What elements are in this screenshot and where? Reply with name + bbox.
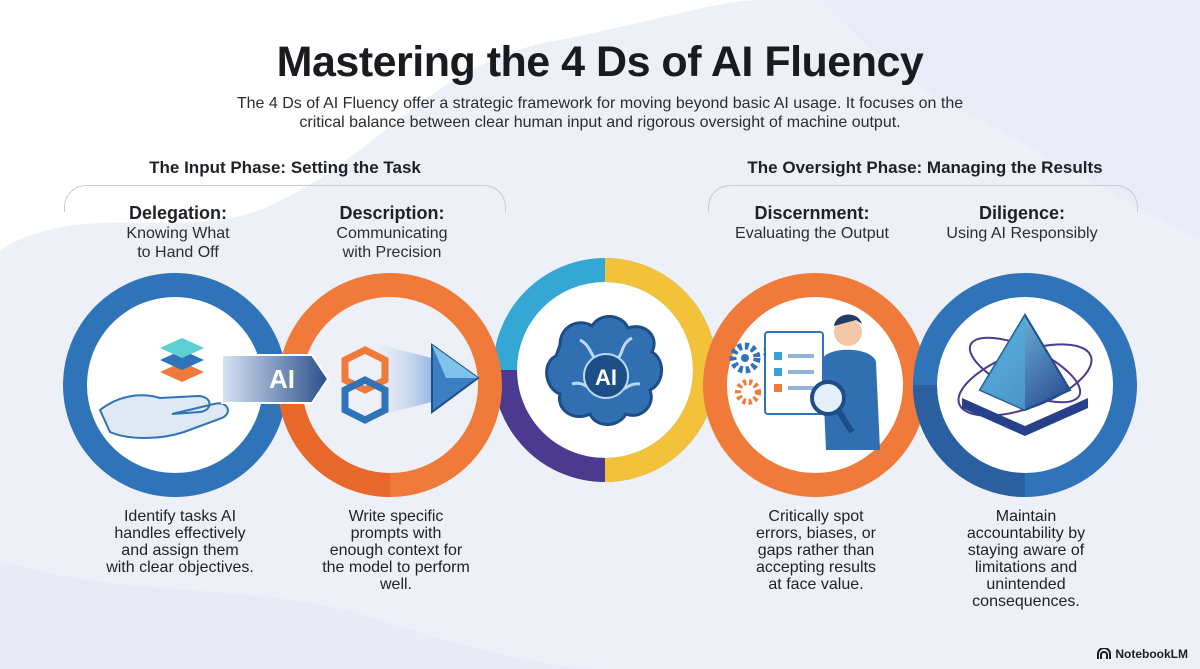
desc-line: unintended (986, 576, 1066, 593)
pyramid-icon (957, 313, 1093, 436)
desc-line: and assign them (121, 542, 239, 559)
desc-line: handles effectively (114, 525, 246, 542)
desc-line: Write specific (348, 508, 444, 525)
desc-line: consequences. (972, 593, 1080, 610)
discernment-description: Critically spot errors, biases, or gaps … (726, 508, 906, 593)
beam-icon (380, 345, 440, 415)
desc-line: well. (379, 576, 412, 593)
delegation-subtitle-line: to Hand Off (137, 244, 219, 261)
desc-line: errors, biases, or (755, 525, 877, 542)
prism-icon (431, 343, 480, 414)
discernment-header: Discernment: Evaluating the Output (722, 203, 902, 243)
notebooklm-logo-icon (1097, 648, 1112, 659)
description-subtitle-line: with Precision (342, 244, 442, 261)
delegation-header: Delegation: Knowing What to Hand Off (88, 203, 268, 262)
desc-line: the model to perform (322, 559, 470, 576)
desc-line: Identify tasks AI (123, 508, 237, 525)
description-description: Write specific prompts with enough conte… (306, 508, 486, 593)
page-title: Mastering the 4 Ds of AI Fluency (276, 38, 924, 86)
description-name: Description: (339, 203, 445, 223)
footer-label: NotebookLM (1115, 647, 1188, 661)
person-magnifier-icon (810, 314, 880, 450)
desc-line: Critically spot (768, 508, 864, 525)
delegation-subtitle-line: Knowing What (126, 225, 230, 242)
desc-line: Maintain (995, 508, 1057, 525)
hand-icon (98, 394, 229, 439)
desc-line: staying aware of (967, 542, 1085, 559)
diligence-name: Diligence: (978, 203, 1066, 223)
footer-brand: NotebookLM (1097, 647, 1188, 661)
discernment-subtitle-line: Evaluating the Output (735, 225, 889, 242)
delegation-name: Delegation: (128, 203, 227, 223)
oversight-phase-title: The Oversight Phase: Managing the Result… (747, 158, 1103, 177)
discernment-name: Discernment: (754, 203, 870, 223)
desc-line: limitations and (974, 559, 1078, 576)
desc-line: gaps rather than (757, 542, 875, 559)
description-subtitle-line: Communicating (336, 225, 448, 242)
diligence-subtitle-line: Using AI Responsibly (946, 225, 1098, 242)
desc-line: prompts with (350, 525, 442, 542)
desc-line: at face value. (768, 576, 864, 593)
input-phase-title: The Input Phase: Setting the Task (149, 158, 421, 177)
delegation-description: Identify tasks AI handles effectively an… (90, 508, 270, 576)
desc-line: accepting results (755, 559, 877, 576)
ai-connector-label: AI (269, 364, 295, 394)
document-checklist-icon (764, 331, 824, 415)
page-subtitle: The 4 Ds of AI Fluency offer a strategic… (236, 95, 964, 131)
brain-ai-label: AI (595, 365, 617, 390)
diligence-header: Diligence: Using AI Responsibly (932, 203, 1112, 243)
cube-prompt-icon (341, 346, 389, 424)
brain-icon: AI (545, 315, 663, 426)
desc-line: enough context for (329, 542, 463, 559)
description-header: Description: Communicating with Precisio… (302, 203, 482, 262)
layers-icon (160, 338, 204, 382)
desc-line: with clear objectives. (106, 559, 254, 576)
ai-connector-badge: AI (221, 354, 330, 404)
diligence-description: Maintain accountability by staying aware… (936, 508, 1116, 610)
desc-line: accountability by (966, 525, 1086, 542)
